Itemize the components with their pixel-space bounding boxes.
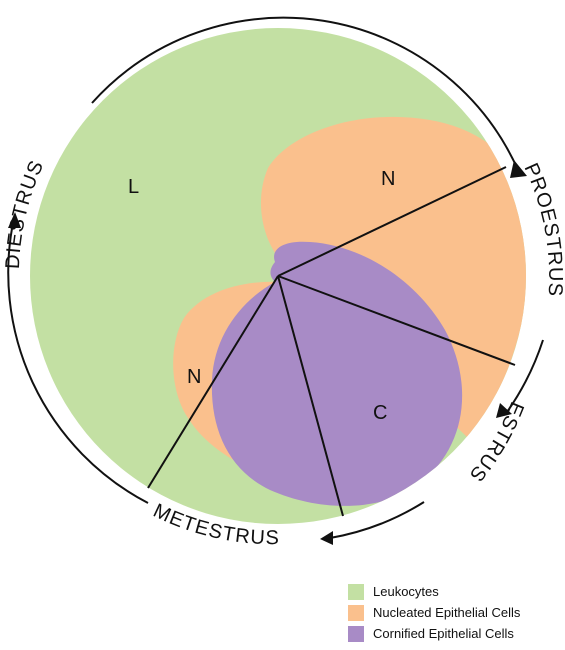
arrowhead-metestrus: [320, 531, 333, 545]
arrow-diestrus-proestrus: [91, 16, 519, 171]
legend-label-nucleated: Nucleated Epithelial Cells: [373, 605, 521, 620]
arrow-estrus-metestrus: [329, 501, 425, 539]
legend: Leukocytes Nucleated Epithelial Cells Co…: [348, 582, 520, 645]
legend-swatch-nucleated: [348, 604, 364, 621]
arrowhead-proestrus: [510, 160, 527, 178]
arrowhead-estrus: [496, 403, 512, 418]
arrow-proestrus-estrus: [506, 339, 544, 413]
sector-lines: [147, 166, 516, 517]
cycle-arrows: [7, 16, 544, 539]
legend-label-leukocytes: Leukocytes: [373, 584, 439, 599]
legend-swatch-cornified: [348, 625, 364, 642]
sector-line-estrus: [277, 275, 516, 366]
arrow-metestrus-diestrus: [7, 217, 149, 504]
legend-swatch-leukocytes: [348, 583, 364, 600]
cornified-region-label: C: [373, 402, 387, 424]
leukocyte-region-label: L: [128, 176, 139, 198]
arrow-heads: [8, 160, 527, 545]
sector-line-proestrus: [277, 166, 507, 277]
legend-label-cornified: Cornified Epithelial Cells: [373, 626, 514, 641]
phase-label-proestrus-path: PROESTRUS: [520, 160, 565, 298]
legend-item-cornified: Cornified Epithelial Cells: [348, 624, 520, 643]
legend-item-leukocytes: Leukocytes: [348, 582, 520, 601]
nucleated-left-region-label: N: [187, 366, 201, 388]
sector-line-metestrus-left: [147, 275, 279, 489]
arrowhead-diestrus: [8, 212, 21, 228]
cornified-region: [211, 241, 463, 506]
legend-item-nucleated: Nucleated Epithelial Cells: [348, 603, 520, 622]
nucleated-top-region-label: N: [381, 168, 395, 190]
sector-line-metestrus-right: [277, 275, 344, 517]
phase-label-proestrus: PROESTRUS: [520, 160, 565, 298]
